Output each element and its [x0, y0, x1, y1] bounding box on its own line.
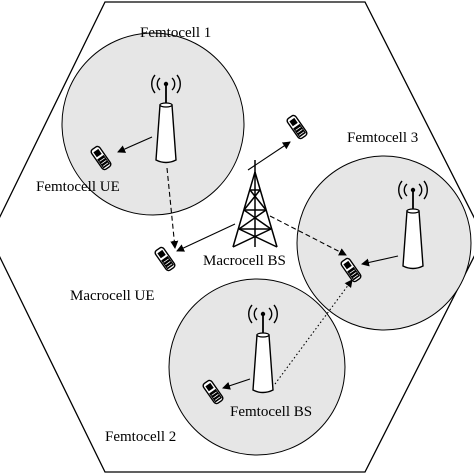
- femtocell-3-coverage: [296, 155, 472, 331]
- femtocell-1-to-ue-link: [117, 136, 153, 153]
- macrocell-ue-label: Macrocell UE: [70, 288, 155, 304]
- femtocell-2-to-ue-link: [222, 378, 251, 390]
- macrocell-ue-phone-icon: [153, 245, 177, 273]
- macro-to-macrocell-ue-link: [176, 223, 236, 252]
- femtocell-1-coverage: [61, 32, 245, 216]
- femtocell-bs-label: Femtocell BS: [230, 404, 312, 420]
- femtocell-ue-label: Femtocell UE: [36, 179, 120, 195]
- macrocell-tower-icon: [232, 160, 278, 248]
- femtocell-3-label: Femtocell 3: [347, 130, 418, 146]
- femtocell-2-interference-link: [274, 279, 353, 385]
- macrocell-ue-phone-icon-2: [285, 113, 309, 141]
- macrocell-bs-label: Macrocell BS: [203, 253, 286, 269]
- macro-interference-link: [269, 215, 347, 256]
- femtocell-1-label: Femtocell 1: [140, 25, 211, 41]
- femtocell-3-to-ue-link: [361, 255, 399, 267]
- femtocell-2-label: Femtocell 2: [105, 429, 176, 445]
- femtocell-interference-link: [166, 167, 179, 249]
